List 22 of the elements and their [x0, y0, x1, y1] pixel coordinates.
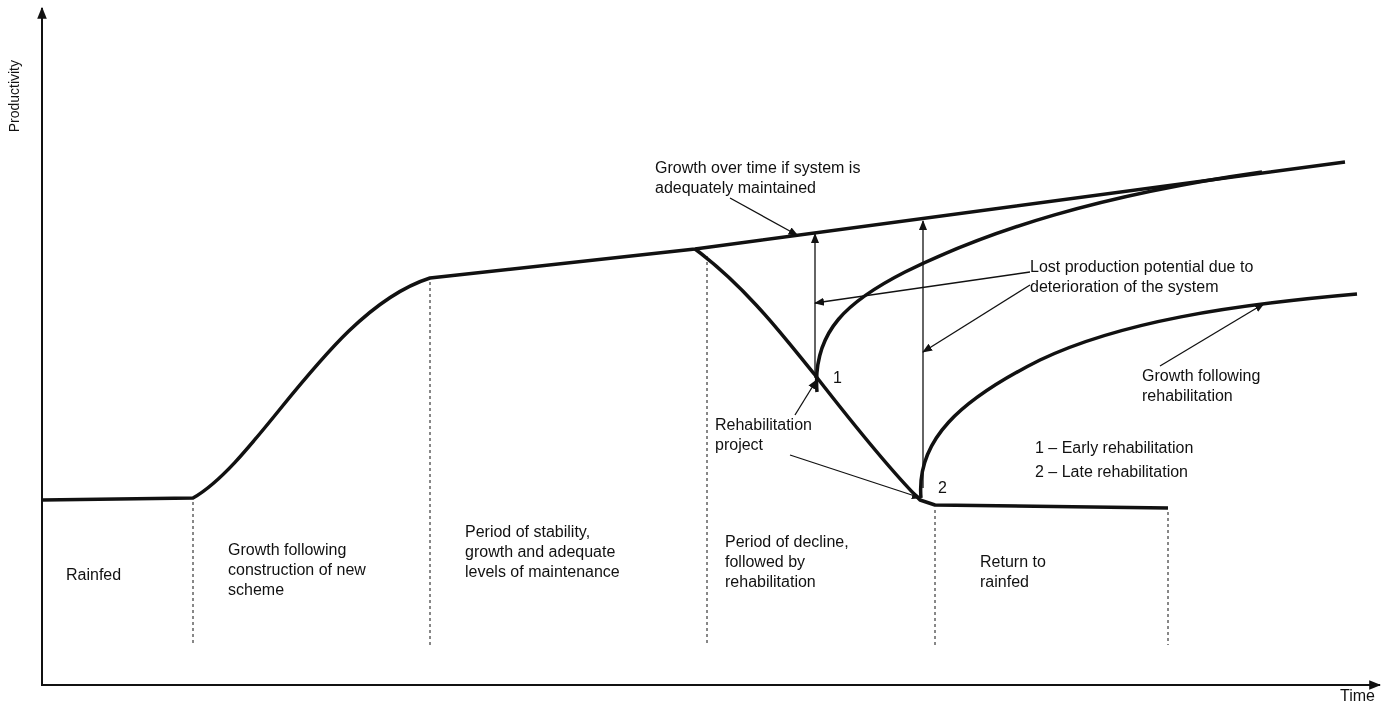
- callout-text: Lost production potential due to deterioration of the system: [1030, 257, 1255, 297]
- period-label: Rainfed: [66, 565, 123, 585]
- point-number: 1: [833, 368, 843, 388]
- axis-label: Productivity: [5, 60, 23, 133]
- legend-text: 1 – Early rehabilitation: [1035, 438, 1195, 458]
- period-label: Period of stability, growth and adequate levels of maintenance: [465, 522, 621, 582]
- axis-label: Time: [1340, 686, 1376, 703]
- legend-text: 2 – Late rehabilitation: [1035, 462, 1189, 482]
- period-label: Period of decline, followed by rehabilitation: [725, 532, 850, 592]
- leader-line: [922, 284, 1031, 353]
- callout-text: Growth following rehabilitation: [1142, 366, 1312, 406]
- point-number: 2: [938, 478, 948, 498]
- callout-text: Growth over time if system is adequately maintained: [655, 158, 885, 198]
- callout-text: Rehabilitation project: [715, 415, 845, 455]
- leader-line: [789, 454, 922, 499]
- period-label: Return to rainfed: [980, 552, 1047, 592]
- productivity-curve: [41, 160, 1346, 502]
- leader-line: [729, 197, 799, 236]
- leader-line: [814, 271, 1031, 306]
- leader-line: [794, 379, 818, 416]
- leader-line: [1159, 303, 1265, 367]
- period-label: Growth following construction of new scheme: [228, 540, 367, 600]
